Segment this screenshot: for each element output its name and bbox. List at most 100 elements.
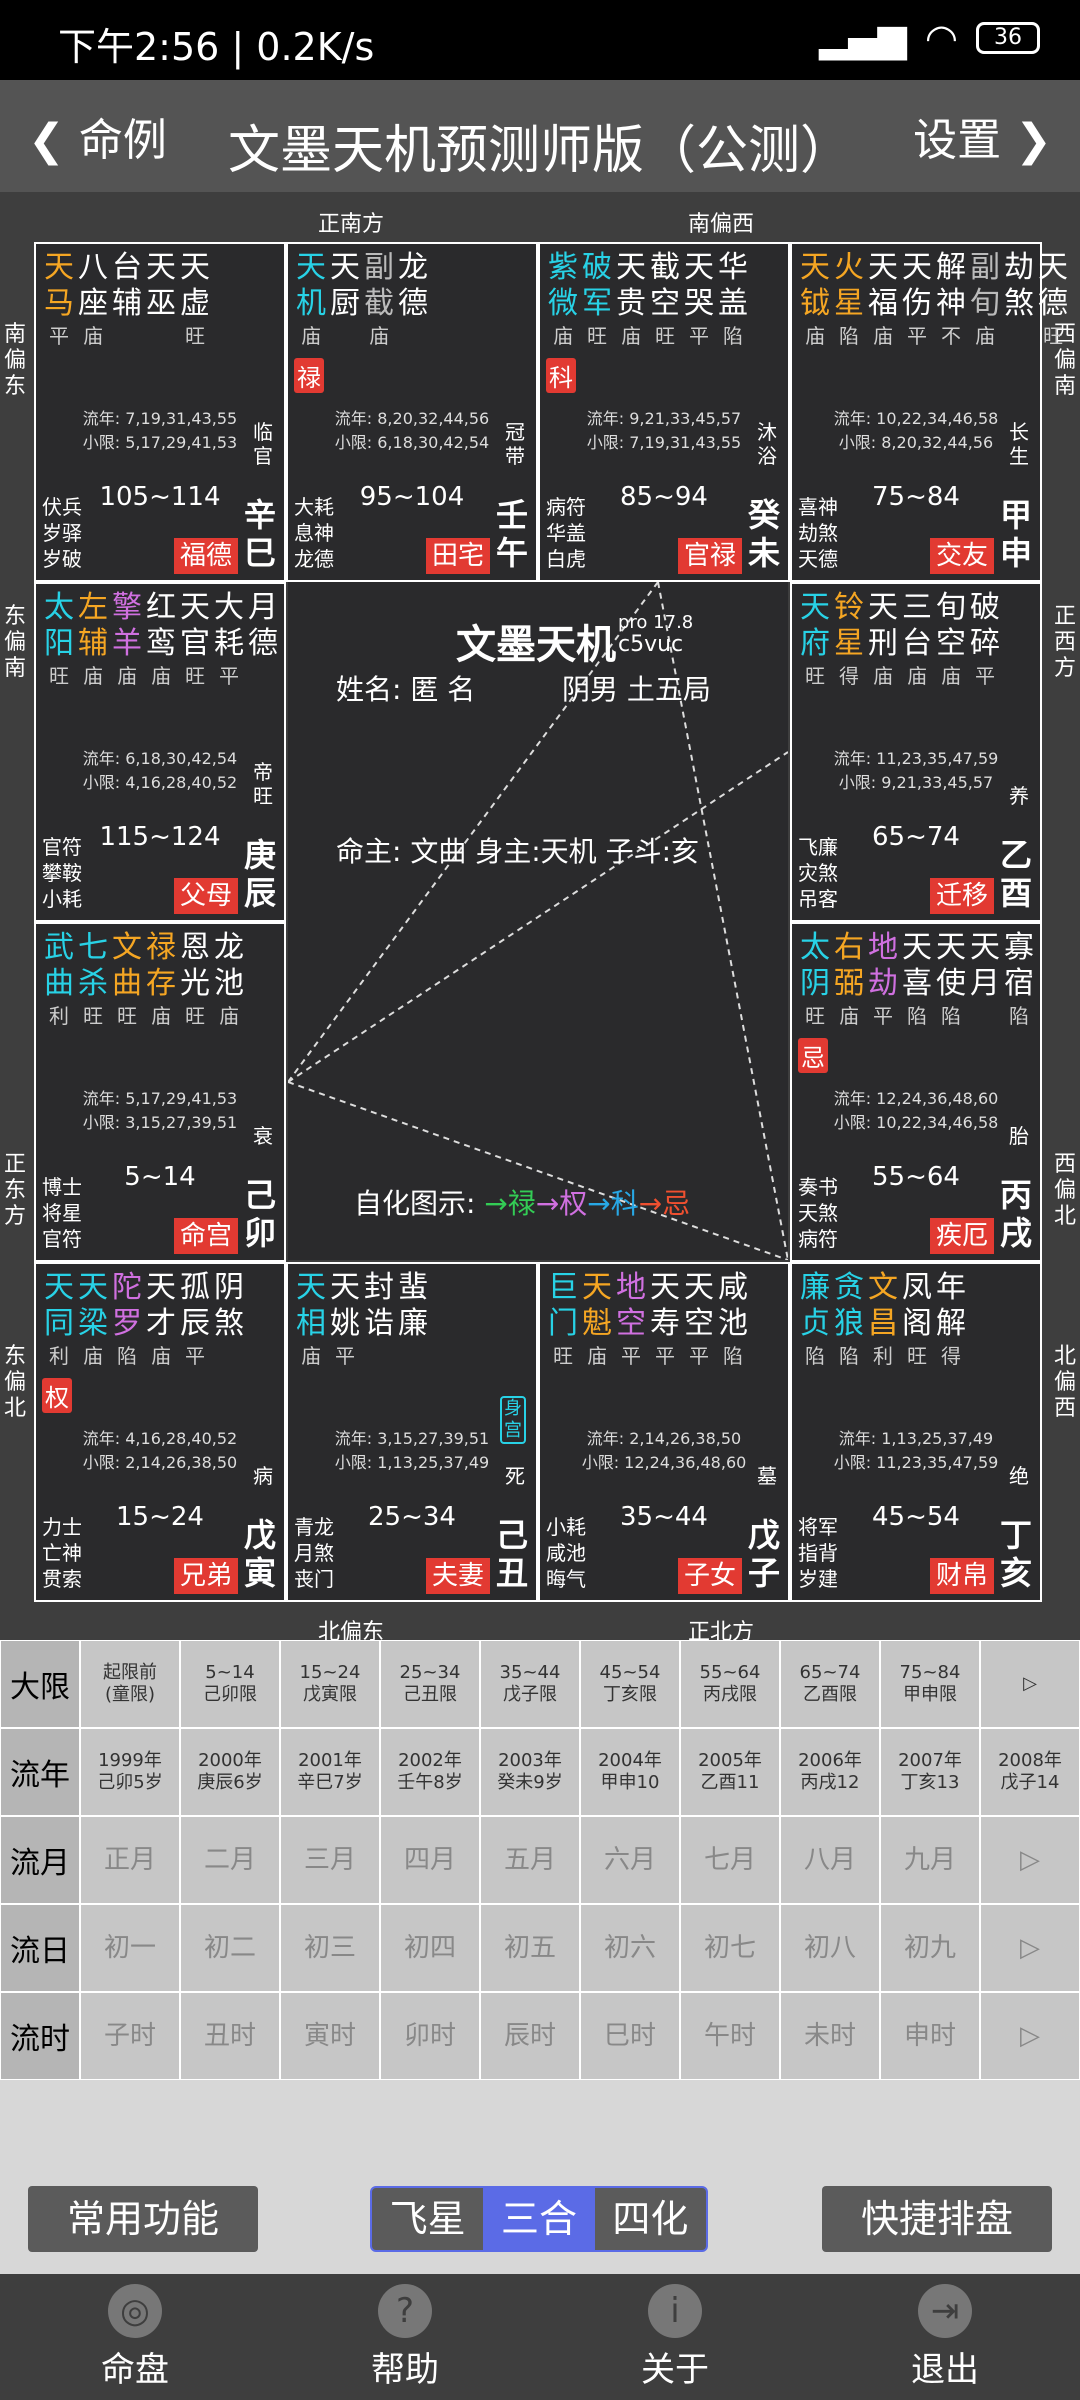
selector-cell[interactable]: 初五 [480,1904,580,1992]
selector-cell[interactable]: 初一 [80,1904,180,1992]
selector-cell[interactable]: 七月 [680,1816,780,1904]
selector-cell[interactable]: 三月 [280,1816,380,1904]
selector-cell[interactable]: 申时 [880,1992,980,2080]
flow-years: 流年: 10,22,34,46,58 [833,409,999,428]
age-range: 25~34 [368,1502,456,1532]
selector-cell[interactable]: 八月 [780,1816,880,1904]
star: 天巫 [146,250,176,321]
star: 右弼庙 [834,930,864,1028]
selector-cell[interactable]: 正月 [80,1816,180,1904]
selector-cell[interactable]: 子时 [80,1992,180,2080]
small-limit: 小限: 6,18,30,42,54 [334,433,490,452]
dir-label: 正东方 [3,1152,26,1229]
star: 天府旺 [800,590,830,688]
quick-chart-button[interactable]: 快捷排盘 [822,2186,1052,2252]
selector-cell[interactable]: 午时 [680,1992,780,2080]
selector-cell[interactable]: 55~64 丙戌限 [680,1640,780,1728]
palace-name: 迁移 [929,878,994,914]
selector-cell[interactable]: 65~74 乙酉限 [780,1640,880,1728]
selector-cell[interactable]: 巳时 [580,1992,680,2080]
selector-cell[interactable]: 四月 [380,1816,480,1904]
selector-cell[interactable]: 2008年 戊子14 [980,1728,1080,1816]
selector-cell[interactable]: 5~14 己卯限 [180,1640,280,1728]
sihua-badge: 禄 [294,358,324,393]
tab-0[interactable]: ◎命盘 [0,2274,270,2400]
flystar-tab[interactable]: 飞星 [389,2197,466,2241]
master-label: 命主: 文曲 身主:天机 子斗:亥 [336,835,700,868]
selector-cell[interactable]: 五月 [480,1816,580,1904]
selector-cell[interactable]: ▷ [980,1904,1080,1992]
row-header: 流日 [0,1904,80,1992]
star: 天相庙 [296,1270,326,1368]
star: 天梁庙 [78,1270,108,1368]
dir-label: 西偏北 [1053,1152,1076,1229]
tab-1[interactable]: ?帮助 [270,2274,540,2400]
palace-name: 福德 [173,538,238,574]
star: 廉贞陷 [800,1270,830,1368]
selector-cell[interactable]: 初八 [780,1904,880,1992]
palace[interactable]: 天钺庙火星陷天福庙天伤平解神不副旬庙劫煞天德旺流年: 10,22,34,46,5… [790,242,1068,582]
selector-cell[interactable]: 2007年 丁亥13 [880,1728,980,1816]
selector-cell[interactable]: 初六 [580,1904,680,1992]
star: 副旬庙 [970,250,1000,348]
small-limit: 小限: 10,22,34,46,58 [833,1113,999,1132]
selector-cell[interactable]: 丑时 [180,1992,280,2080]
selector-cell[interactable]: 2001年 辛巳7岁 [280,1728,380,1816]
common-functions-button[interactable]: 常用功能 [28,2186,258,2252]
selector-cell[interactable]: ▷ [980,1640,1080,1728]
minor-stars: 博士将星官符 [42,1175,82,1251]
selector-cell[interactable]: 初三 [280,1904,380,1992]
life-stage: 胎 [1009,1124,1029,1148]
selector-cell[interactable]: 2005年 乙酉11 [680,1728,780,1816]
selector-cell[interactable]: 2002年 壬午8岁 [380,1728,480,1816]
selector-cell[interactable]: 2003年 癸未9岁 [480,1728,580,1816]
app-name: 文墨天机 [456,622,616,668]
star: 天官旺 [180,590,210,688]
selector-cell[interactable]: 辰时 [480,1992,580,2080]
selector-cell[interactable]: 初四 [380,1904,480,1992]
sihua-tab[interactable]: 四化 [612,2197,689,2241]
selector-cell[interactable]: 起限前 (童限) [80,1640,180,1728]
star: 武曲利 [44,930,74,1028]
small-limit: 小限: 12,24,36,48,60 [581,1453,747,1472]
selector-cell[interactable]: 寅时 [280,1992,380,2080]
tab-icon: i [648,2283,702,2338]
tab-icon: ⇥ [918,2283,972,2338]
selector-cell[interactable]: 初九 [880,1904,980,1992]
selector-cell[interactable]: 25~34 己丑限 [380,1640,480,1728]
selector-cell[interactable]: 九月 [880,1816,980,1904]
back-button[interactable]: ❮ 命例 [28,115,167,166]
sanhe-tab[interactable]: 三合 [483,2188,595,2250]
star: 天厨 [330,250,360,321]
selector-cell[interactable]: 35~44 戊子限 [480,1640,580,1728]
selector-cell[interactable]: 2004年 甲申10 [580,1728,680,1816]
selector-cell[interactable]: 45~54 丁亥限 [580,1640,680,1728]
selector-cell[interactable]: 15~24 戊寅限 [280,1640,380,1728]
selector-cell[interactable]: 六月 [580,1816,680,1904]
selector-cell[interactable]: 初二 [180,1904,280,1992]
settings-button[interactable]: 设置 ❯ [913,115,1052,166]
selector-cell[interactable]: 卯时 [380,1992,480,2080]
selector-cell[interactable]: 初七 [680,1904,780,1992]
tab-3[interactable]: ⇥退出 [810,2274,1080,2400]
selector-cell[interactable]: 75~84 甲申限 [880,1640,980,1728]
selector-cell[interactable]: 二月 [180,1816,280,1904]
selector-cell[interactable]: ▷ [980,1816,1080,1904]
selector-cell[interactable]: 1999年 己卯5岁 [80,1728,180,1816]
selector-cell[interactable]: 未时 [780,1992,880,2080]
selector-cell[interactable]: 2006年 丙戌12 [780,1728,880,1816]
selector-cell[interactable]: ▷ [980,1992,1080,2080]
selector-cell[interactable]: 2000年 庚辰6岁 [180,1728,280,1816]
